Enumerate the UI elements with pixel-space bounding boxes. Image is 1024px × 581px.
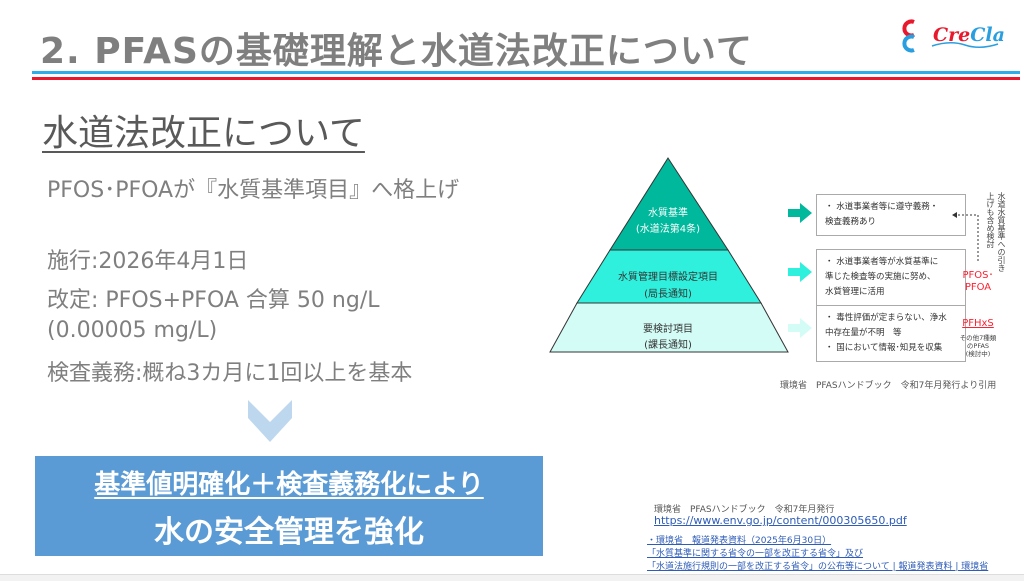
dashed-connector: [952, 212, 979, 263]
note-line: ・ 水道事業者等が水質基準に: [825, 257, 939, 267]
note-line: 水質管理に活用: [825, 287, 885, 297]
press-release-link[interactable]: ・環境省 報道発表資料（2025年6月30日）: [647, 536, 832, 546]
pyramid-tier-bottom: [549, 302, 789, 353]
tier3-note: ・ 毒性評価が定まらない、浄水中存在量が不明 等・ 国において情報･知見を収集: [816, 305, 966, 362]
tier3-sub: (課長通知): [644, 340, 692, 351]
other-line: (検討中): [965, 350, 991, 358]
press-release-link[interactable]: 「水道法施行規則の一部を改正する省令」の公布等について | 報道発表資料 | 環…: [647, 562, 989, 572]
other-pfas-label: その他7種類のPFAS(検討中): [948, 334, 1008, 358]
note-line: ・ 水道事業者等に遵守義務・: [825, 202, 939, 212]
note-line: 中存在量が不明 等: [825, 328, 902, 338]
tier2-note: ・ 水道事業者等が水質基準に準じた検査等の実施に努め、水質管理に活用: [816, 249, 966, 306]
pyramid-diagram: [549, 157, 789, 353]
callout-box: 基準値明確化＋検査義務化により 水の安全管理を強化: [35, 456, 543, 556]
enforcement-date: 施行:2026年4月1日: [47, 249, 249, 274]
arrow-right-icon: [788, 262, 812, 282]
tier1-sub: (水道法第4条): [635, 224, 701, 235]
tier1-name: 水質基準: [648, 208, 688, 219]
title-divider-blue: [32, 71, 1020, 74]
press-release-link[interactable]: 「水質基準に関する省令の一部を改正する省令」及び: [647, 549, 864, 559]
arrow-right-icon: [788, 318, 812, 338]
arrow-right-icon: [788, 203, 812, 223]
pfhxs-label: PFHxS: [962, 318, 994, 329]
subtitle: PFOS･PFOAが『水質基準項目』へ格上げ: [47, 178, 460, 203]
reference-url-link[interactable]: https://www.env.go.jp/content/000305650.…: [654, 514, 907, 527]
inspection-duty: 検査義務:概ね3カ月に1回以上を基本: [47, 361, 413, 386]
chevron-down-icon: [248, 400, 292, 442]
note-line: ・ 国において情報･知見を収集: [825, 343, 943, 353]
tier2-name: 水質管理目標設定項目: [618, 272, 718, 283]
note-line: 準じた検査等の実施に努め、: [825, 272, 936, 282]
tier1-note: ・ 水道事業者等に遵守義務・検査義務あり: [816, 194, 966, 236]
section-heading: 水道法改正について: [42, 113, 365, 154]
slide-bottom-border: [0, 574, 1024, 581]
other-line: その他7種類: [959, 334, 997, 342]
callout-line2: 水の安全管理を強化: [154, 515, 424, 550]
logo-part1: Cre: [933, 24, 971, 46]
reference-handbook: 環境省 PFASハンドブック 令和7年月発行: [654, 505, 835, 515]
revision-value: 改定: PFOS+PFOA 合算 50 ng/L: [47, 288, 380, 313]
revision-value-mg: (0.00005 mg/L): [47, 318, 218, 343]
other-line: のPFAS: [966, 342, 990, 350]
tier2-sub: (局長通知): [644, 289, 692, 300]
callout-line1: 基準値明確化＋検査義務化により: [94, 470, 484, 500]
diagram-source: 環境省 PFASハンドブック 令和7年月発行より引用: [780, 381, 997, 391]
crecla-logo-icon: [902, 19, 999, 53]
slide-title: 2. PFASの基礎理解と水道法改正について: [40, 31, 753, 72]
tier3-name: 要検討項目: [643, 324, 693, 335]
logo-part2: Cla: [970, 24, 1005, 46]
pfos-pfoa-label: PFOS･PFOA: [962, 270, 994, 293]
logo-text: CreCla: [933, 24, 1005, 46]
note-line: 検査義務あり: [825, 217, 877, 227]
note-line: ・ 毒性評価が定まらない、浄水: [825, 313, 947, 323]
title-divider-red: [32, 77, 1020, 80]
vertical-note: 水道水質基準への引き上げも含め検討: [986, 192, 1006, 272]
